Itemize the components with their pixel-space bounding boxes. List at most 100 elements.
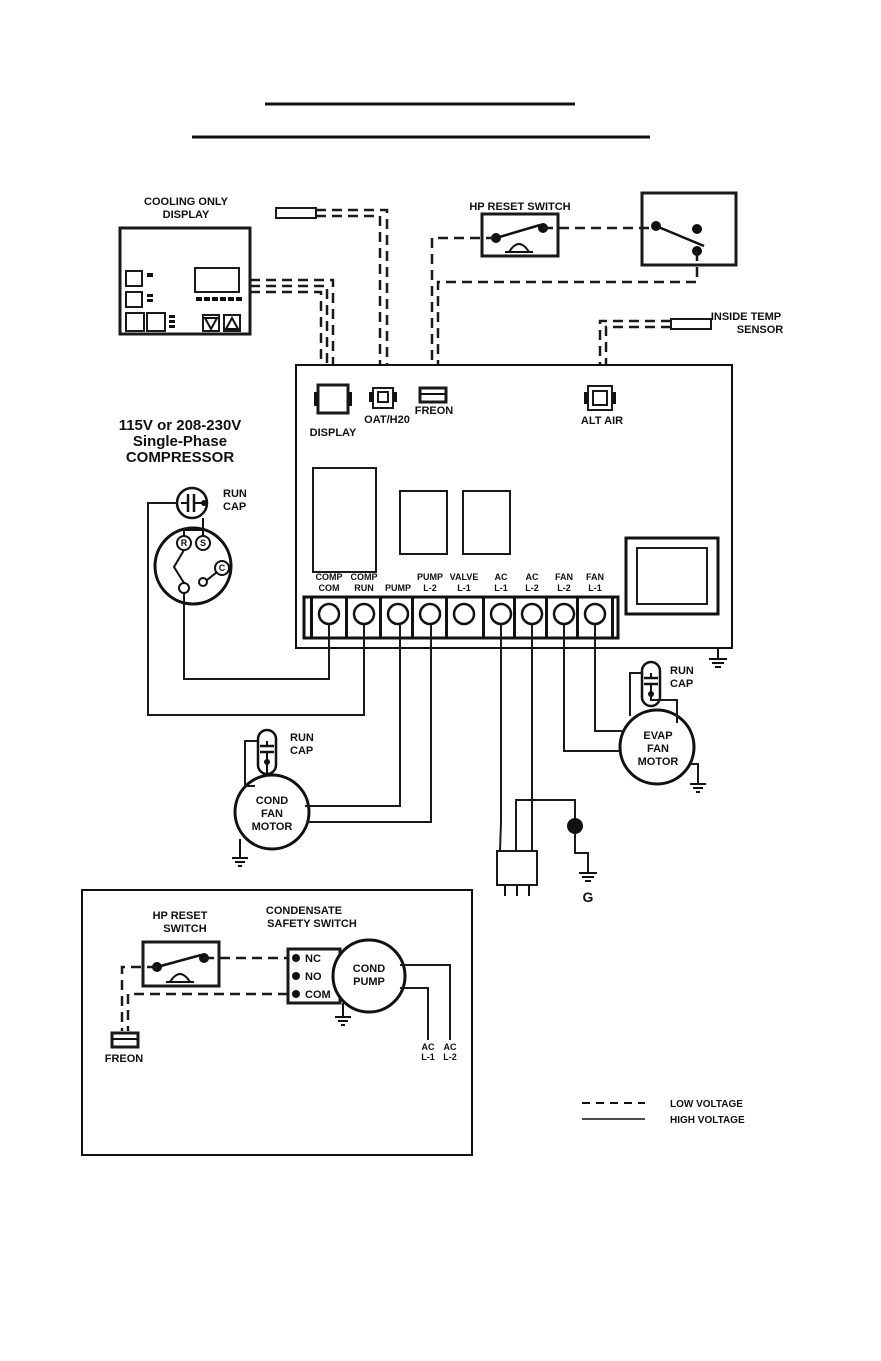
display-title-1: COOLING ONLY — [144, 196, 229, 208]
inset-com: COM — [305, 989, 331, 1001]
connector-freon-label: FREON — [415, 405, 454, 417]
compressor-cap-label-2: CAP — [223, 501, 246, 513]
inset-ac-l2-wire — [400, 964, 451, 1040]
cond-pump-l2-wire — [307, 625, 432, 823]
terminal-label-bottom: L-1 — [494, 583, 508, 593]
power-plug — [496, 850, 538, 886]
comp-run-wire — [147, 502, 365, 716]
freon-wire-2 — [436, 251, 699, 388]
terminal-label-top: FAN — [586, 572, 604, 582]
inset-condensate-label-2: SAFETY SWITCH — [267, 918, 357, 930]
evap-fan-motor — [618, 708, 696, 786]
ground-label: G — [583, 889, 594, 905]
oat-wire-1 — [316, 208, 389, 392]
inset-hp-reset-label-1: HP RESET — [153, 910, 208, 922]
inset-ac-l2-label-2: L-2 — [443, 1052, 457, 1062]
terminal-label-bottom: RUN — [354, 583, 374, 593]
cond-fan-motor — [233, 773, 311, 851]
oat-connector — [369, 387, 397, 409]
evap-motor-label-3: MOTOR — [638, 756, 679, 768]
inset-no: NO — [305, 971, 322, 983]
oat-sensor — [275, 207, 317, 219]
display-title-2: DISPLAY — [163, 209, 210, 221]
freon-connector — [418, 386, 448, 404]
oat-wire-2 — [316, 214, 382, 392]
inset-freon-wire-1 — [120, 965, 157, 1031]
terminal-separator — [545, 596, 548, 639]
terminal-label-top: COMP — [351, 572, 378, 582]
evap-fan-l2-wire — [563, 625, 620, 752]
terminal-screw — [583, 602, 607, 626]
cond-pump — [331, 938, 407, 1014]
terminal-screw — [452, 602, 476, 626]
compressor-label-3: COMPRESSOR — [126, 449, 235, 466]
terminal-separator — [379, 596, 382, 639]
hp-reset-switch-label: HP RESET SWITCH — [469, 201, 570, 213]
alt-air-connector — [584, 385, 616, 411]
terminal-label-top: AC — [526, 572, 539, 582]
comp-com-wire — [183, 593, 330, 680]
terminal-screw — [520, 602, 544, 626]
evap-cap-label-2: CAP — [670, 678, 693, 690]
terminal-label-bottom: PUMP — [385, 583, 411, 593]
terminal-screw — [418, 602, 442, 626]
freon-wire-1 — [430, 236, 496, 388]
board-relay-3 — [462, 490, 511, 555]
cond-pump-label-1: COND — [353, 963, 385, 975]
terminal-screw — [386, 602, 410, 626]
cond-motor-label-2: FAN — [261, 808, 283, 820]
display-screen — [194, 267, 240, 293]
connector-alt-air-label: ALT AIR — [581, 415, 623, 427]
inset-ac-l2-label-1: AC — [444, 1042, 457, 1052]
terminal-separator — [411, 596, 414, 639]
inside-temp-label-1: INSIDE TEMP — [711, 311, 781, 323]
compressor-label-1: 115V or 208-230V — [119, 417, 242, 434]
inset-condensate-label-1: CONDENSATE — [266, 905, 342, 917]
cond-pump-wire — [305, 625, 401, 807]
terminal-separator — [445, 596, 448, 639]
cond-motor-label-1: COND — [256, 795, 288, 807]
terminal-label-top: VALVE — [450, 572, 479, 582]
terminal-label-bottom: L-1 — [588, 583, 602, 593]
evap-fan-l1-wire — [594, 625, 622, 732]
display-connector — [314, 383, 352, 415]
display-cable-3 — [250, 290, 323, 385]
evap-cap-wire — [629, 672, 642, 716]
terminal-label-bottom: L-1 — [457, 583, 471, 593]
board-relay-2 — [399, 490, 448, 555]
terminal-label-top: COMP — [316, 572, 343, 582]
inset-ac-l1-label-1: AC — [422, 1042, 435, 1052]
cooling-display-unit: COOLING ONLY DISPLAY — [118, 196, 252, 336]
ground-junction — [567, 818, 583, 834]
terminal-screw — [552, 602, 576, 626]
terminal-label-bottom: L-2 — [423, 583, 437, 593]
terminal-screw — [489, 602, 513, 626]
inset-freon-wire-2 — [126, 992, 288, 1031]
ac-l1-wire — [499, 625, 502, 852]
terminal-separator — [345, 596, 348, 639]
evap-ground-wire — [690, 763, 699, 784]
inset-freon-label: FREON — [105, 1053, 144, 1065]
inset-box — [81, 889, 473, 1156]
terminal-label-top: FAN — [555, 572, 573, 582]
inset-ac-l1-wire — [400, 987, 429, 1040]
connector-oat-label: OAT/H20 — [364, 414, 410, 426]
inset-ac-l1-label-2: L-1 — [421, 1052, 435, 1062]
alt-air-wire-2 — [604, 325, 671, 392]
terminal-separator — [482, 596, 485, 639]
cond-cap-label-1: RUN — [290, 732, 314, 744]
terminal-screw — [317, 602, 341, 626]
display-cable-2 — [250, 284, 329, 385]
terminal-label-top: PUMP — [417, 572, 443, 582]
terminal-s: S — [200, 538, 206, 548]
inset-hp-reset-label-2: SWITCH — [163, 923, 206, 935]
terminal-r: R — [181, 538, 188, 548]
inside-temp-label-2: SENSOR — [737, 324, 784, 336]
cond-motor-label-3: MOTOR — [252, 821, 293, 833]
cond-cap-label-2: CAP — [290, 745, 313, 757]
legend-low-voltage: LOW VOLTAGE — [670, 1099, 743, 1110]
terminal-screw — [352, 602, 376, 626]
terminal-label-bottom: COM — [319, 583, 340, 593]
evap-cap-label-1: RUN — [670, 665, 694, 677]
